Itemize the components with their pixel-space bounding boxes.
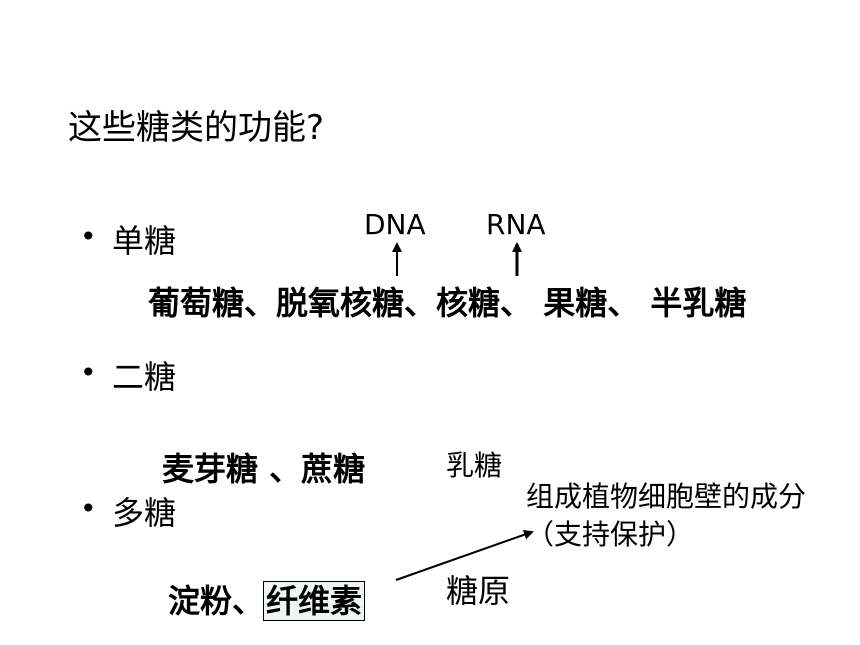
separator: 、 [404,284,437,322]
ribose: 核糖、 [436,284,533,322]
label-rna: RNA [486,208,546,241]
bullet-dot-poly: • [80,492,97,525]
cell-wall-note: 组成植物细胞壁的成分（支持保护） [526,480,807,551]
label-dna: DNA [364,208,426,241]
galactose: 半乳糖 [650,284,747,322]
bullet-poly: 多糖 [112,494,177,532]
bullet-di: 二糖 [112,358,177,396]
mono-row: 葡萄糖、脱氧核糖、核糖、 果糖、 半乳糖 [148,278,746,324]
poly-row: 淀粉、纤维素 [168,576,366,622]
bullet-mono: 单糖 [112,222,177,260]
cellulose-highlight: 纤维素 [263,581,366,621]
page-title: 这些糖类的功能? [68,108,325,148]
glycogen: 糖原 [446,572,511,610]
starch: 淀粉、 [168,582,265,620]
maltose-sucrose: 麦芽糖 、蔗糖 [162,450,366,488]
bullet-dot-di: • [80,356,97,389]
fructose: 果糖、 [543,284,640,322]
bullet-dot-mono: • [80,220,97,253]
lactose: 乳糖 [446,449,503,482]
deoxyribose: 脱氧核糖 [276,284,405,322]
glucose: 葡萄糖、 [148,284,277,322]
